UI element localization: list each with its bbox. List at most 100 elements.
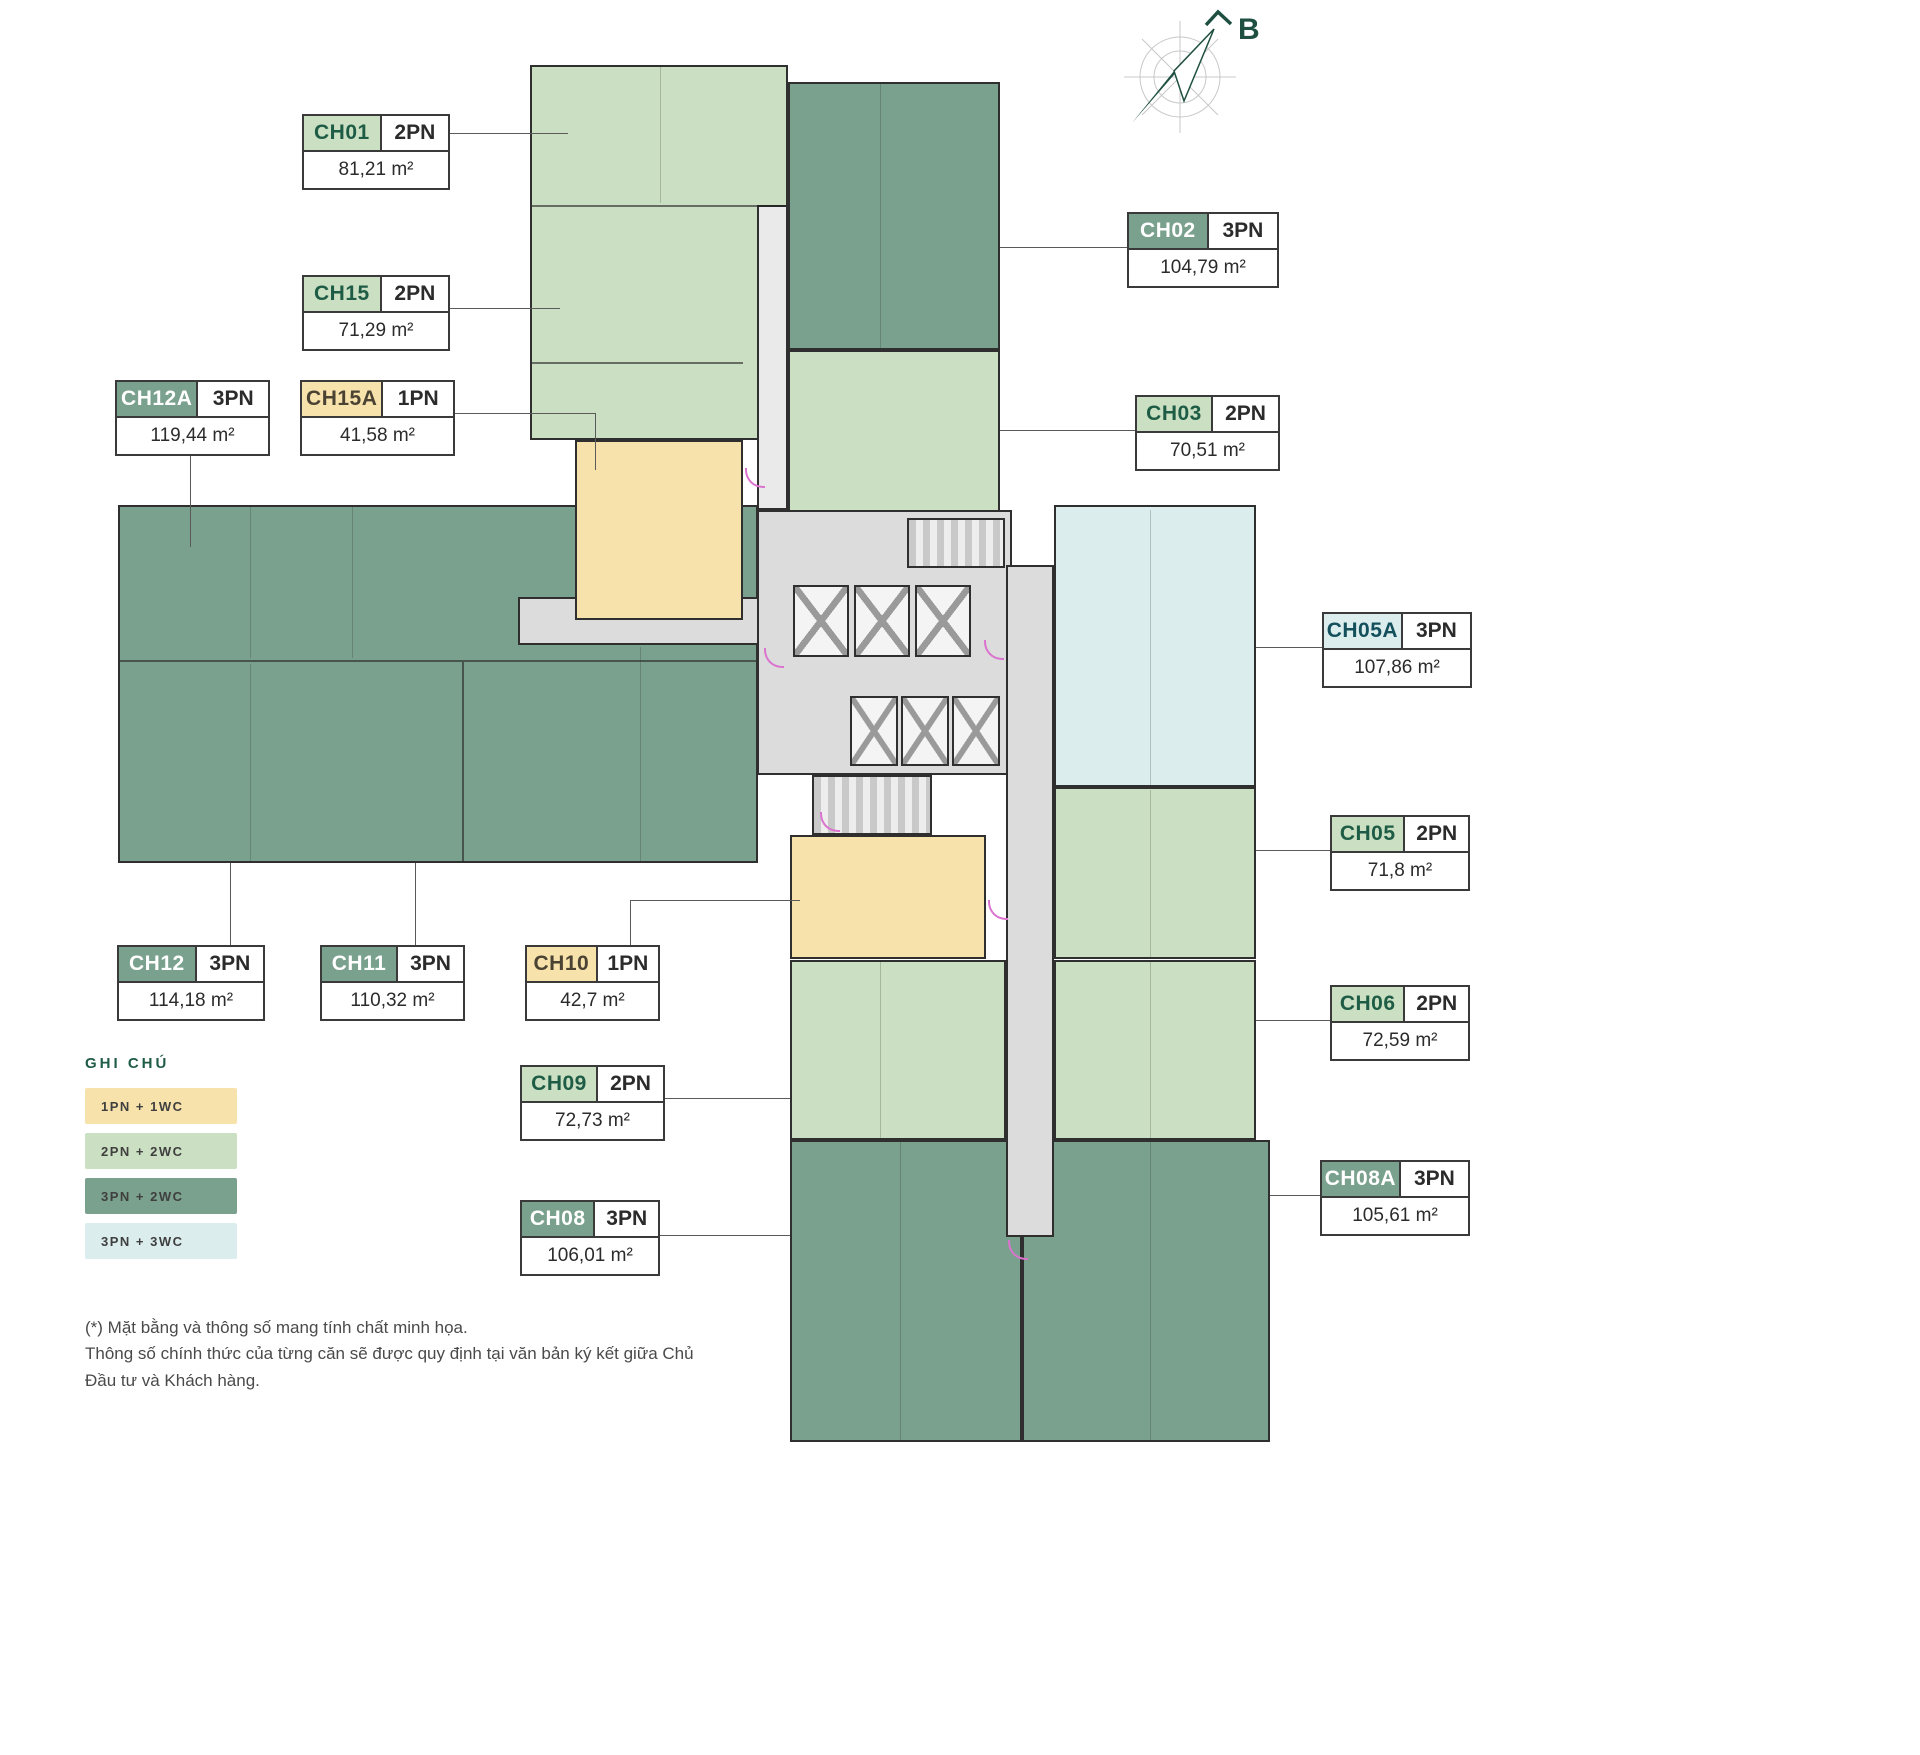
room-divider xyxy=(900,1142,901,1440)
leader-line-ch03 xyxy=(1000,430,1135,431)
unit-type: 2PN xyxy=(379,116,448,150)
legend-item-2pn-2wc: 2PN + 2WC xyxy=(85,1133,237,1169)
wall xyxy=(462,662,464,861)
disclaimer-line-1: (*) Mặt bằng và thông số mang tính chất … xyxy=(85,1318,468,1337)
unit-id: CH03 xyxy=(1137,397,1212,431)
unit-area: 114,18 m² xyxy=(119,983,263,1019)
room-divider xyxy=(1150,790,1151,957)
unit-id: CH05 xyxy=(1332,817,1404,851)
plan-area-ch15a xyxy=(575,440,743,620)
legend-item-3pn-2wc: 3PN + 2WC xyxy=(85,1178,237,1214)
door-swing-icon xyxy=(988,900,1008,920)
plan-area-ch05 xyxy=(1054,787,1256,959)
leader-line-ch05 xyxy=(1256,850,1330,851)
unit-type: 3PN xyxy=(1400,614,1470,648)
plan-area-ch01-ch15 xyxy=(530,65,788,440)
room-divider xyxy=(640,647,641,861)
unit-type: 2PN xyxy=(379,277,448,311)
unit-id: CH08 xyxy=(522,1202,594,1236)
unit-type: 1PN xyxy=(381,382,453,416)
unit-type: 3PN xyxy=(396,947,463,981)
elevator-shaft xyxy=(850,696,898,766)
room-divider xyxy=(352,507,353,658)
unit-type: 3PN xyxy=(1206,214,1277,248)
unit-area: 104,79 m² xyxy=(1129,250,1277,286)
unit-area: 71,29 m² xyxy=(304,313,448,349)
leader-line-ch09 xyxy=(665,1098,790,1099)
plan-area-ch03 xyxy=(788,350,1000,518)
door-swing-icon xyxy=(745,468,765,488)
unit-area: 41,58 m² xyxy=(302,418,453,454)
compass-label: B xyxy=(1238,13,1260,46)
unit-id: CH01 xyxy=(304,116,380,150)
unit-area: 119,44 m² xyxy=(117,418,268,454)
plan-area-ch08 xyxy=(790,1140,1022,1442)
unit-area: 105,61 m² xyxy=(1322,1198,1468,1234)
unit-id: CH12A xyxy=(117,382,197,416)
elevator-shaft xyxy=(901,696,949,766)
unit-area: 72,59 m² xyxy=(1332,1023,1468,1059)
plan-area-ch09 xyxy=(790,960,1006,1140)
unit-type: 2PN xyxy=(1403,987,1468,1021)
room-divider xyxy=(250,664,251,861)
room-divider xyxy=(250,507,251,658)
unit-id: CH15A xyxy=(302,382,382,416)
leader-line-ch08a xyxy=(1270,1195,1320,1196)
unit-type: 3PN xyxy=(1398,1162,1468,1196)
plan-area-ch06 xyxy=(1054,960,1256,1140)
leader-line-ch06 xyxy=(1256,1020,1330,1021)
unit-id: CH02 xyxy=(1129,214,1207,248)
elevator-shaft xyxy=(915,585,971,657)
unit-id: CH12 xyxy=(119,947,195,981)
legend-title: GHI CHÚ xyxy=(85,1055,170,1072)
legend-item-3pn-3wc: 3PN + 3WC xyxy=(85,1223,237,1259)
wall xyxy=(532,205,786,207)
wall xyxy=(120,660,756,662)
legend: GHI CHÚ 1PN + 1WC 2PN + 2WC 3PN + 2WC 3P… xyxy=(85,1055,237,1268)
leader-line-ch12a xyxy=(190,452,191,547)
compass-icon: B xyxy=(1124,9,1260,133)
corridor-south xyxy=(1006,565,1054,1237)
unit-id: CH15 xyxy=(304,277,380,311)
leader-line-ch15 xyxy=(450,308,560,309)
leader-line-ch15a xyxy=(595,413,596,470)
wall xyxy=(532,362,743,364)
unit-area: 70,51 m² xyxy=(1137,433,1278,469)
unit-area: 106,01 m² xyxy=(522,1238,658,1274)
unit-id: CH09 xyxy=(522,1067,597,1101)
room-divider xyxy=(1150,962,1151,1138)
room-divider xyxy=(660,67,661,203)
unit-area: 71,8 m² xyxy=(1332,853,1468,889)
plan-area-ch02 xyxy=(788,82,1000,350)
elevator-shaft xyxy=(793,585,849,657)
leader-line-ch01 xyxy=(450,133,568,134)
elevator-shaft xyxy=(854,585,910,657)
leader-line-ch02 xyxy=(1000,247,1127,248)
leader-line-ch08 xyxy=(660,1235,790,1236)
room-divider xyxy=(880,84,881,348)
room-divider xyxy=(880,962,881,1138)
unit-area: 107,86 m² xyxy=(1324,650,1470,686)
legend-item-1pn-1wc: 1PN + 1WC xyxy=(85,1088,237,1124)
leader-line-ch05a xyxy=(1256,647,1322,648)
unit-id: CH06 xyxy=(1332,987,1404,1021)
leader-line-ch10 xyxy=(630,900,800,901)
stairs-north xyxy=(907,518,1005,568)
unit-type: 2PN xyxy=(1403,817,1468,851)
disclaimer-line-2: Thông số chính thức của từng căn sẽ được… xyxy=(85,1344,694,1390)
plan-area-ch08a xyxy=(1022,1140,1270,1442)
